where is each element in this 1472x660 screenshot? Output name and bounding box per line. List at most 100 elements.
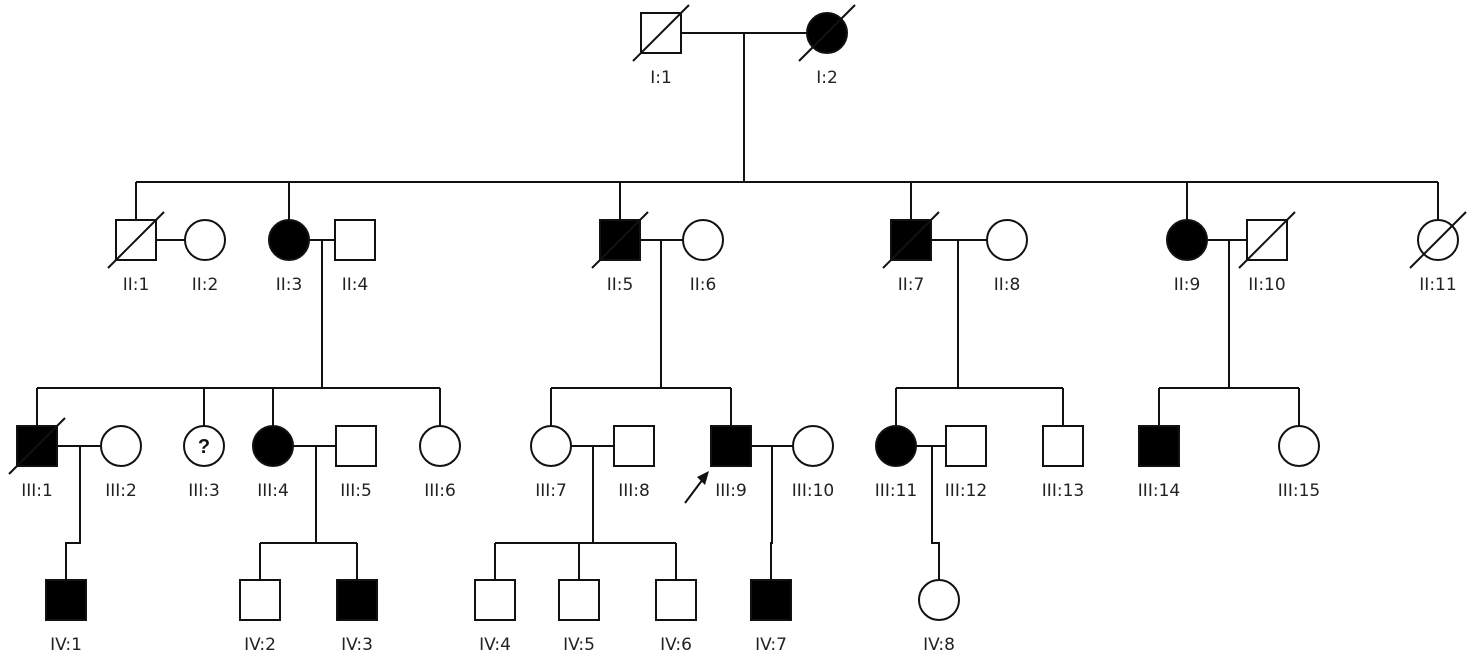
individual-iii-8: III:8	[613, 425, 655, 501]
individual-iii-12: III:12	[945, 425, 987, 501]
individual-label: III:15	[1278, 481, 1320, 501]
individual-label: III:2	[105, 481, 137, 501]
female-circle-icon	[530, 425, 572, 467]
individual-label: III:11	[875, 481, 917, 501]
descent-line-iv-8	[931, 446, 940, 580]
individual-ii-9: II:9	[1166, 219, 1208, 295]
individual-label: III:6	[424, 481, 456, 501]
female-circle-icon	[682, 219, 724, 261]
individual-label: III:9	[715, 481, 747, 501]
deceased-slash-icon	[1409, 211, 1467, 269]
individual-iii-10: III:10	[792, 425, 834, 501]
descent-line-iv-1	[65, 446, 81, 580]
individual-label: II:1	[123, 275, 150, 295]
individual-label: III:13	[1042, 481, 1084, 501]
individual-label: III:12	[945, 481, 987, 501]
individual-i-1: I:1	[632, 4, 690, 88]
affected-male-square-icon	[1138, 425, 1180, 467]
male-square-icon	[945, 425, 987, 467]
affected-female-circle-icon	[1166, 219, 1208, 261]
individual-label: II:10	[1248, 275, 1285, 295]
individual-ii-3: II:3	[268, 219, 310, 295]
descent-line-iv-7	[770, 446, 773, 580]
individual-label: II:9	[1174, 275, 1201, 295]
affected-female-circle-icon	[875, 425, 917, 467]
unknown-status-mark: ?	[198, 436, 210, 458]
individual-iv-3: IV:3	[336, 579, 378, 655]
individual-label: I:2	[816, 68, 838, 88]
deceased-slash-icon	[882, 211, 940, 269]
individual-iii-1: III:1	[8, 417, 66, 501]
individual-iv-5: IV:5	[558, 579, 600, 655]
individual-iii-9: III:9	[684, 425, 752, 504]
individual-ii-1: II:1	[107, 211, 165, 295]
deceased-slash-icon	[798, 4, 856, 62]
individual-iv-8: IV:8	[918, 579, 960, 655]
individual-iii-5: III:5	[335, 425, 377, 501]
individual-label: IV:6	[660, 635, 692, 655]
deceased-slash-icon	[107, 211, 165, 269]
individual-label: II:3	[276, 275, 303, 295]
female-circle-icon	[1278, 425, 1320, 467]
female-circle-icon	[986, 219, 1028, 261]
affected-male-square-icon	[710, 425, 752, 467]
affected-male-square-icon	[336, 579, 378, 621]
individual-iii-14: III:14	[1138, 425, 1180, 501]
individual-iii-7: III:7	[530, 425, 572, 501]
individual-iii-3: ? III:3	[183, 425, 225, 501]
individual-label: III:3	[188, 481, 220, 501]
individual-iii-13: III:13	[1042, 425, 1084, 501]
proband-arrow-icon	[684, 478, 704, 504]
individual-iii-6: III:6	[419, 425, 461, 501]
deceased-slash-icon	[632, 4, 690, 62]
female-circle-icon	[792, 425, 834, 467]
individual-label: III:5	[340, 481, 372, 501]
individual-label: II:8	[994, 275, 1021, 295]
individual-iii-2: III:2	[100, 425, 142, 501]
female-circle-icon	[918, 579, 960, 621]
individual-label: II:5	[607, 275, 634, 295]
individual-ii-8: II:8	[986, 219, 1028, 295]
individual-ii-10: II:10	[1238, 211, 1296, 295]
individual-label: III:10	[792, 481, 834, 501]
individual-label: IV:5	[563, 635, 595, 655]
male-square-icon	[558, 579, 600, 621]
individual-iv-4: IV:4	[474, 579, 516, 655]
individual-label: IV:8	[923, 635, 955, 655]
male-square-icon	[334, 219, 376, 261]
individual-label: III:4	[257, 481, 289, 501]
deceased-slash-icon	[591, 211, 649, 269]
female-circle-icon	[419, 425, 461, 467]
proband-arrowhead-icon	[697, 471, 709, 485]
individual-ii-6: II:6	[682, 219, 724, 295]
deceased-slash-icon	[1238, 211, 1296, 269]
individual-iii-4: III:4	[252, 425, 294, 501]
individual-label: III:14	[1138, 481, 1180, 501]
individual-label: IV:4	[479, 635, 511, 655]
affected-female-circle-icon	[252, 425, 294, 467]
male-square-icon	[335, 425, 377, 467]
individual-iv-7: IV:7	[750, 579, 792, 655]
male-square-icon	[474, 579, 516, 621]
individual-label: IV:2	[244, 635, 276, 655]
individual-ii-11: II:11	[1409, 211, 1467, 295]
individual-label: II:6	[690, 275, 717, 295]
individual-label: II:11	[1419, 275, 1456, 295]
individual-iv-6: IV:6	[655, 579, 697, 655]
individual-label: III:7	[535, 481, 567, 501]
individual-i-2: I:2	[798, 4, 856, 88]
individual-ii-2: II:2	[184, 219, 226, 295]
male-square-icon	[1042, 425, 1084, 467]
deceased-slash-icon	[8, 417, 66, 475]
individual-iv-2: IV:2	[239, 579, 281, 655]
individual-ii-7: II:7	[882, 211, 940, 295]
individual-label: II:4	[342, 275, 369, 295]
individual-label: II:7	[898, 275, 925, 295]
individual-iv-1: IV:1	[45, 579, 87, 655]
individual-iii-11: III:11	[875, 425, 917, 501]
affected-female-circle-icon	[268, 219, 310, 261]
individual-ii-5: II:5	[591, 211, 649, 295]
female-circle-icon	[184, 219, 226, 261]
